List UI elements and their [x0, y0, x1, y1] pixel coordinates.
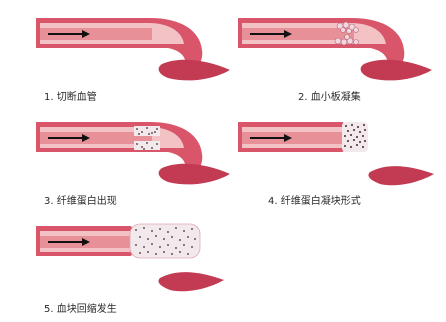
- step-2-panel: 2. 血小板凝集: [232, 4, 442, 104]
- step-3-panel: 3. 纤维蛋白出现: [30, 108, 240, 208]
- vessel-with-fibrin: [36, 122, 230, 184]
- severed-vessel-end: [158, 272, 224, 291]
- step-1-illustration: [30, 4, 240, 94]
- step-4-illustration: [232, 108, 442, 198]
- step-3-label: 3. 纤维蛋白出现: [44, 192, 117, 207]
- cut-blood-vessel: [36, 18, 230, 80]
- step-2-label: 2. 血小板凝集: [298, 88, 361, 103]
- step-1-label: 1. 切断血管: [44, 88, 97, 103]
- retracted-clot: [130, 224, 200, 258]
- step-3-illustration: [30, 108, 240, 198]
- step-4-panel: 4. 纤维蛋白凝块形式: [232, 108, 442, 208]
- severed-vessel-end: [368, 166, 434, 185]
- fibrin-clot: [342, 122, 368, 152]
- step-5-illustration: [30, 212, 240, 302]
- step-2-illustration: [232, 4, 442, 94]
- step-1-panel: 1. 切断血管: [30, 4, 240, 104]
- vessel-with-platelets: [238, 18, 432, 80]
- step-5-label: 5. 血块回缩发生: [44, 300, 117, 315]
- step-5-panel: 5. 血块回缩发生: [30, 212, 240, 312]
- step-4-label: 4. 纤维蛋白凝块形式: [268, 192, 361, 207]
